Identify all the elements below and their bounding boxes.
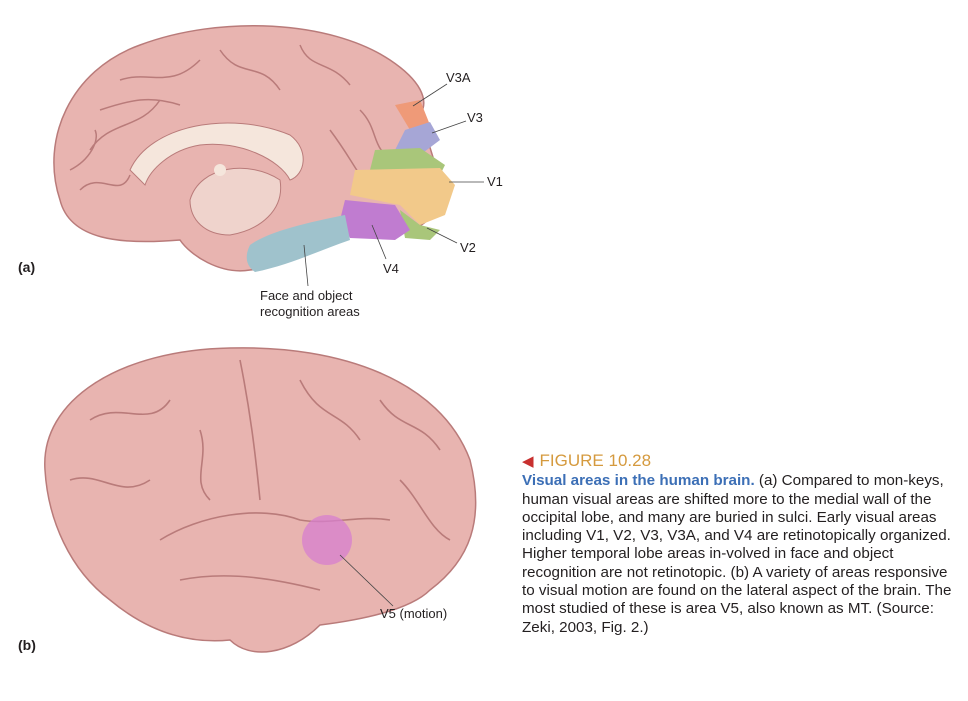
area-v3 (395, 122, 440, 155)
label-v3a: V3A (446, 70, 471, 85)
panel-b-label: (b) (18, 637, 36, 653)
figure-number-text: FIGURE 10.28 (539, 451, 652, 470)
panel-a-label: (a) (18, 259, 36, 275)
label-v5: V5 (motion) (380, 606, 448, 621)
area-v1 (350, 168, 455, 225)
label-face-line2: recognition areas (260, 304, 360, 319)
area-v5 (302, 515, 352, 565)
area-v3a (395, 100, 430, 130)
figure-number: ◀ FIGURE 10.28 (522, 451, 962, 471)
label-v3: V3 (467, 110, 483, 125)
medial-brain-illustration (53, 24, 484, 287)
label-v4: V4 (383, 261, 399, 276)
area-v2 (370, 148, 445, 175)
lateral-brain-illustration (44, 347, 477, 653)
area-face-object (246, 215, 350, 272)
label-face-line1: Face and object (260, 288, 353, 303)
caption-lead: Visual areas in the human brain. (522, 472, 755, 490)
triangle-left-icon: ◀ (522, 453, 534, 470)
label-v2: V2 (460, 240, 476, 255)
area-v4 (340, 200, 410, 240)
label-v1: V1 (487, 174, 503, 189)
figure-caption: ◀ FIGURE 10.28 Visual areas in the human … (522, 451, 962, 637)
caption-body: (a) Compared to mon-keys, human visual a… (522, 472, 952, 636)
